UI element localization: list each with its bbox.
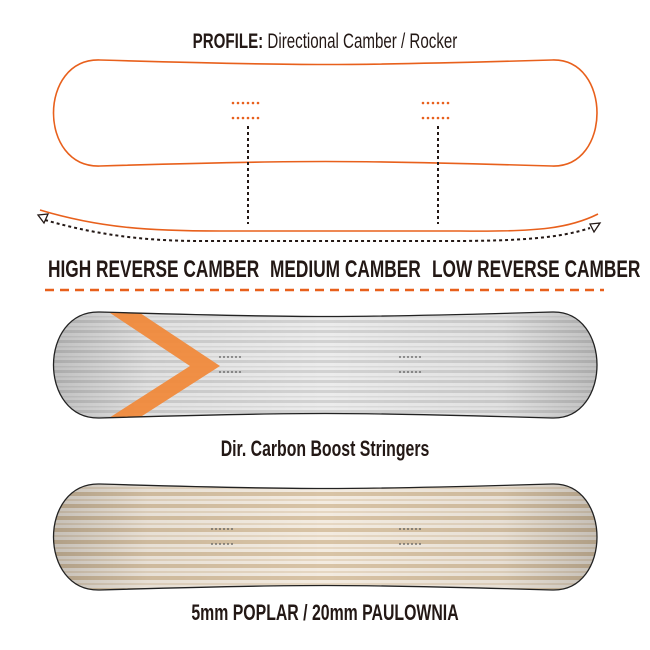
profile-name: Directional Camber / Rocker: [267, 30, 458, 53]
wood-core-board: [52, 483, 598, 591]
profile-board-outline: [52, 59, 598, 167]
arrow-left-icon: [36, 213, 50, 225]
carbon-stringers: [98, 311, 220, 419]
insert-dots-rear: [421, 101, 450, 120]
core-caption: 5mm POPLAR / 20mm PAULOWNIA: [191, 600, 459, 625]
profile-label: PROFILE:: [192, 30, 264, 53]
zone-label-high-reverse: HIGH REVERSE CAMBER: [48, 256, 260, 283]
carbon-board: [52, 311, 598, 419]
profile-arrow: [44, 219, 591, 242]
zone-label-medium-camber: MEDIUM CAMBER: [270, 256, 421, 283]
arrow-right-icon: [588, 222, 602, 234]
carbon-caption: Dir. Carbon Boost Stringers: [220, 436, 430, 461]
zone-label-low-reverse: LOW REVERSE CAMBER: [432, 256, 641, 283]
profile-title: PROFILE: Directional Camber / Rocker: [91, 30, 559, 54]
profile-curve: [39, 209, 599, 232]
insert-dots-front: [231, 101, 260, 120]
